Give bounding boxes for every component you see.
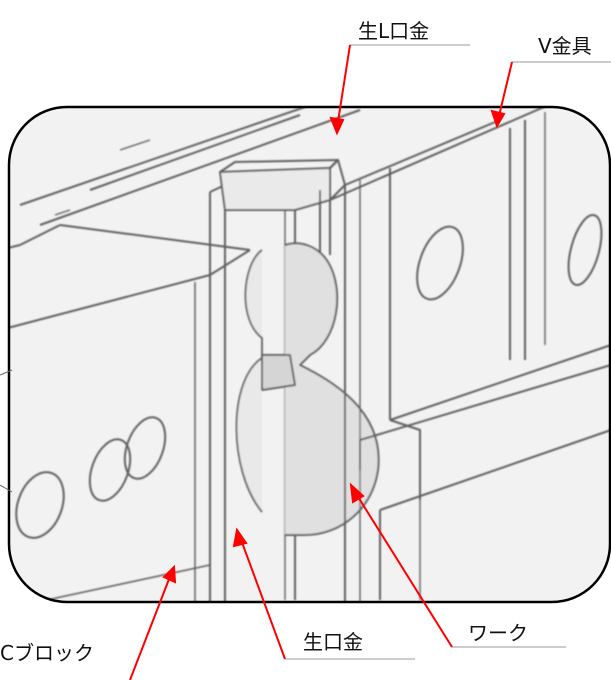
label-nama-l-kuchigane: 生L口金	[358, 19, 430, 43]
label-c-block: 大Cブロック	[0, 641, 94, 665]
left-connector-upper	[0, 369, 13, 376]
arrowhead-v-kanagu	[490, 109, 506, 129]
leader-nama-kuchigane	[239, 536, 286, 660]
arrowhead-nama-l-kuchigane	[329, 116, 345, 136]
arrowhead-nama-kuchigane	[232, 527, 248, 548]
leader-v-kanagu	[497, 61, 513, 121]
label-work: ワーク	[468, 621, 528, 645]
left-connector-lower	[0, 484, 13, 493]
arrowhead-c-block	[162, 564, 177, 584]
leader-work	[354, 491, 453, 648]
illustration-frame	[7, 105, 611, 604]
label-nama-kuchigane: 生口金	[303, 630, 363, 654]
arrowhead-work	[349, 482, 365, 504]
leader-nama-l-kuchigane	[336, 44, 351, 129]
leader-c-block	[129, 573, 172, 680]
label-v-kanagu: V金具	[538, 34, 592, 58]
illustration	[9, 107, 610, 602]
leader-lines	[129, 44, 513, 680]
